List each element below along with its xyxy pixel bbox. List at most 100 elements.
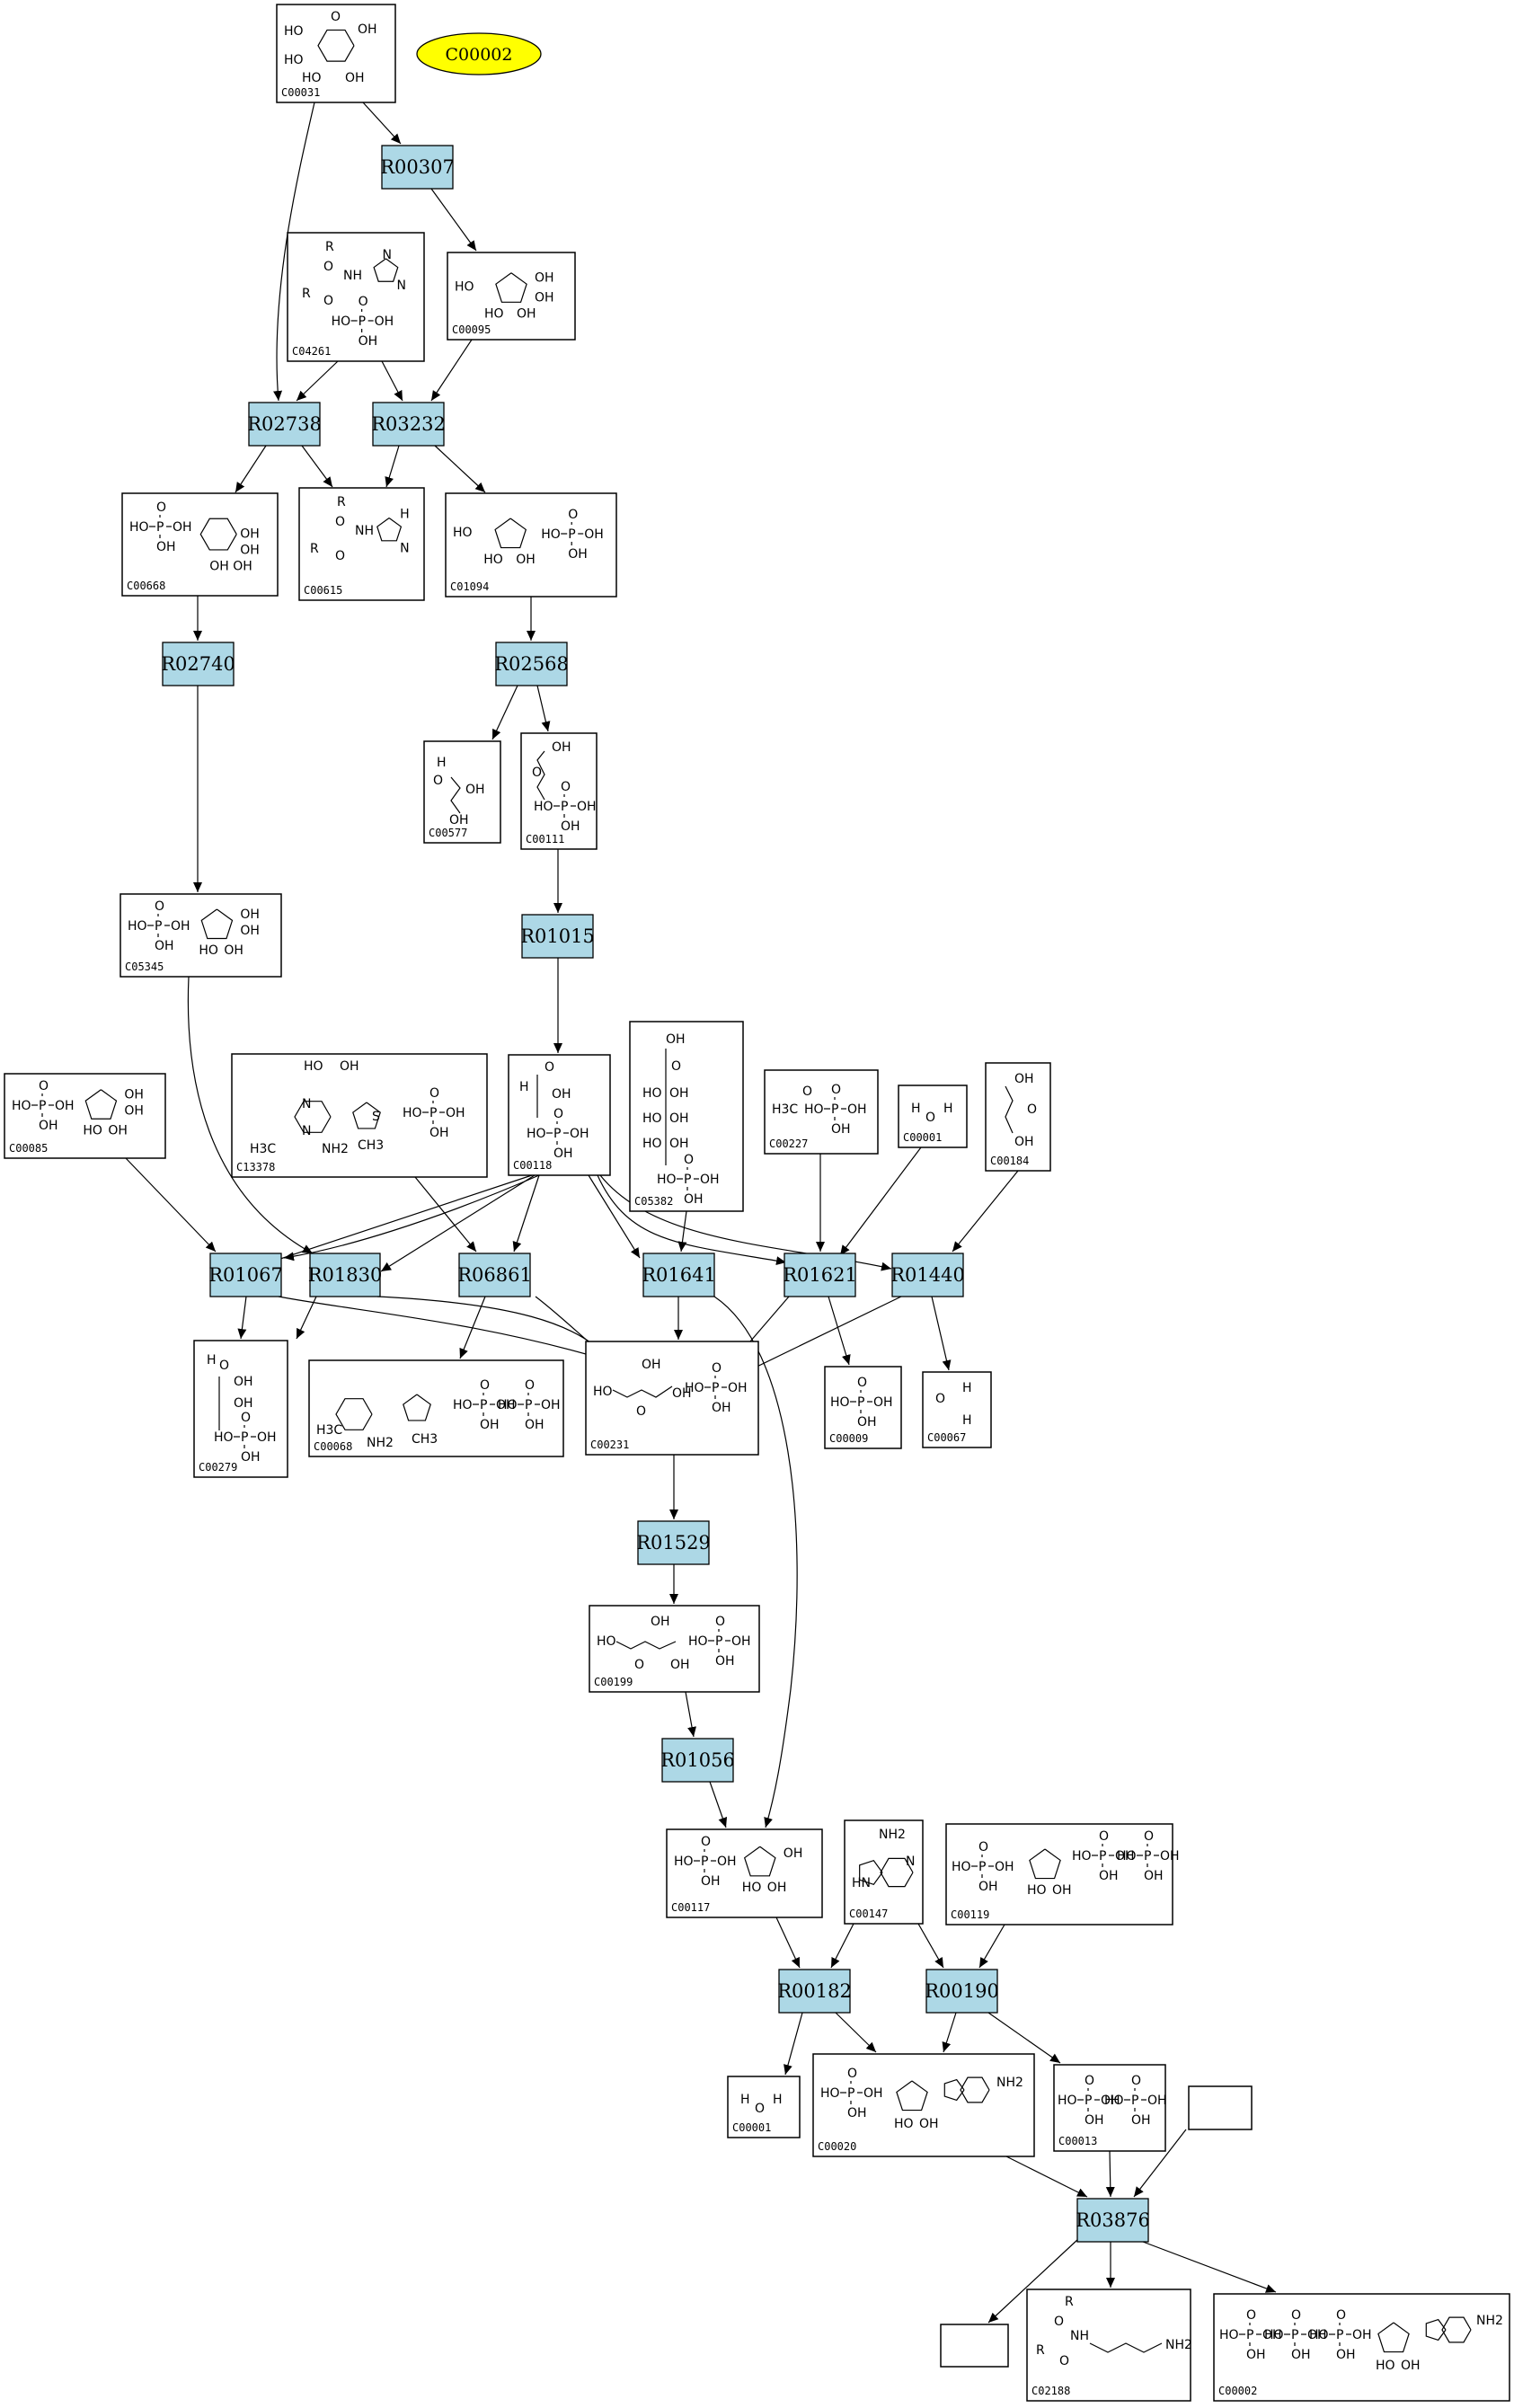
svg-text:HO: HO xyxy=(284,24,304,39)
reaction-node[interactable]: R01529 xyxy=(636,1520,711,1565)
edge-arrow xyxy=(685,1691,696,1738)
svg-text:O: O xyxy=(1059,2354,1069,2368)
reaction-node[interactable]: R02740 xyxy=(161,642,235,686)
reaction-node[interactable]: R00307 xyxy=(380,145,455,190)
svg-text:OH: OH xyxy=(784,1846,803,1861)
reaction-node[interactable]: R00190 xyxy=(925,1969,999,2014)
edge-arrow xyxy=(430,188,477,252)
edge-arrow xyxy=(237,1296,247,1340)
compound-id-label: C00615 xyxy=(304,584,342,597)
svg-text:OH: OH xyxy=(831,1122,851,1137)
compound-id-label: C00001 xyxy=(732,2121,771,2134)
reaction-node[interactable]: R01830 xyxy=(308,1253,383,1297)
svg-text:H: H xyxy=(943,1102,953,1116)
edge-arrow xyxy=(491,685,518,740)
reaction-node[interactable]: R06861 xyxy=(457,1253,532,1297)
svg-text:P: P xyxy=(1131,2094,1138,2108)
compound-id-label: C00577 xyxy=(429,827,467,839)
compound-id-label: C00031 xyxy=(281,86,320,99)
reaction-id-label: R01056 xyxy=(660,1749,735,1771)
svg-text:OH: OH xyxy=(241,1450,261,1465)
reaction-node[interactable]: R01440 xyxy=(890,1253,965,1297)
reaction-node[interactable]: R01067 xyxy=(208,1253,283,1297)
svg-text:OH: OH xyxy=(55,1099,75,1113)
svg-text:O: O xyxy=(532,766,542,780)
svg-text:OH: OH xyxy=(1262,2328,1282,2342)
edge-arrow xyxy=(978,1924,1005,1969)
svg-text:H: H xyxy=(519,1080,529,1094)
svg-text:OH: OH xyxy=(847,1102,867,1117)
compound-node[interactable] xyxy=(940,2324,1009,2368)
reaction-node[interactable]: R03876 xyxy=(1076,2198,1150,2243)
svg-text:OH: OH xyxy=(240,907,260,922)
reaction-id-label: R03232 xyxy=(371,413,446,435)
svg-text:OH: OH xyxy=(173,520,192,535)
compound-node[interactable] xyxy=(1188,2085,1253,2130)
svg-text:O: O xyxy=(359,295,368,309)
svg-text:OH: OH xyxy=(919,2117,939,2131)
svg-text:N: N xyxy=(302,1124,311,1138)
svg-text:OH: OH xyxy=(670,1658,690,1672)
svg-text:O: O xyxy=(802,1084,812,1099)
reaction-node[interactable]: R02738 xyxy=(247,402,322,447)
edge-arrow xyxy=(917,1923,944,1969)
highlight-compound-ellipse[interactable]: C00002 xyxy=(416,32,542,75)
edge-arrow xyxy=(588,1174,641,1259)
reaction-node[interactable]: R01015 xyxy=(520,914,595,959)
compound-id-label: C00119 xyxy=(951,1908,989,1921)
reaction-node[interactable]: R00182 xyxy=(777,1969,852,2014)
svg-text:HO: HO xyxy=(642,1111,662,1126)
svg-text:NH: NH xyxy=(343,269,362,283)
svg-text:P: P xyxy=(847,2086,854,2101)
svg-text:O: O xyxy=(755,2102,765,2116)
svg-text:O: O xyxy=(331,10,341,24)
svg-text:OH: OH xyxy=(552,740,571,755)
edge-arrow xyxy=(430,339,473,402)
reaction-node[interactable]: R01641 xyxy=(642,1253,716,1297)
svg-text:OH: OH xyxy=(642,1358,661,1372)
svg-text:OH: OH xyxy=(1336,2348,1356,2362)
reaction-node[interactable]: R03232 xyxy=(371,402,446,447)
reaction-node[interactable]: R01621 xyxy=(783,1253,857,1297)
svg-text:OH: OH xyxy=(240,527,260,542)
reaction-node[interactable]: R02568 xyxy=(494,642,569,686)
edge-arrow xyxy=(713,1296,798,1828)
svg-text:O: O xyxy=(568,508,578,522)
reaction-node[interactable]: R01056 xyxy=(660,1738,735,1783)
edge-arrow xyxy=(269,1174,533,1264)
